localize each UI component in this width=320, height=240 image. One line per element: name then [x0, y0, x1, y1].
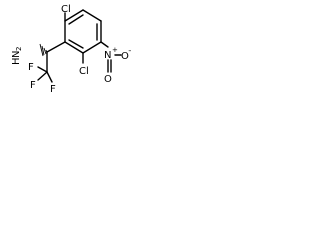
atom-nitro-o1: O — [121, 51, 129, 62]
bond-cf3-f2 — [37, 71, 48, 81]
nitro-plus-charge: + — [112, 46, 118, 54]
atom-amine-h: H — [11, 57, 22, 65]
atom-f3: F — [50, 84, 56, 93]
amine-label-group: N H 2 — [11, 47, 23, 65]
molecule-structure-diagram: Cl Cl N + O − O N H 2 F F F — [11, 4, 131, 93]
bond-nitro — [100, 41, 109, 48]
atom-cl-top: Cl — [61, 4, 71, 15]
ring-bond-2 — [82, 9, 102, 22]
bond-ring-to-chiral — [46, 41, 66, 53]
ring-double-bond-c — [68, 39, 84, 49]
ring-bond-5 — [64, 41, 84, 54]
atom-f1: F — [28, 62, 34, 73]
ring-double-bond-a — [68, 14, 84, 25]
ring-bond-1 — [64, 9, 84, 22]
atom-nitro-o2: O — [104, 74, 112, 85]
atom-amine-n: N — [11, 51, 22, 58]
atom-cl-bottom: Cl — [79, 66, 89, 77]
benzene-ring — [64, 9, 102, 54]
bond-cf3-f1 — [37, 66, 48, 73]
ring-bond-4 — [82, 41, 102, 54]
atom-f2: F — [30, 80, 36, 91]
atom-nitro-n: N — [104, 50, 111, 61]
bond-cf3-f3 — [46, 71, 53, 83]
nitro-minus-charge: − — [128, 47, 131, 55]
hashed-wedge-amine — [39, 43, 48, 57]
atom-amine-sub: 2 — [15, 47, 23, 51]
